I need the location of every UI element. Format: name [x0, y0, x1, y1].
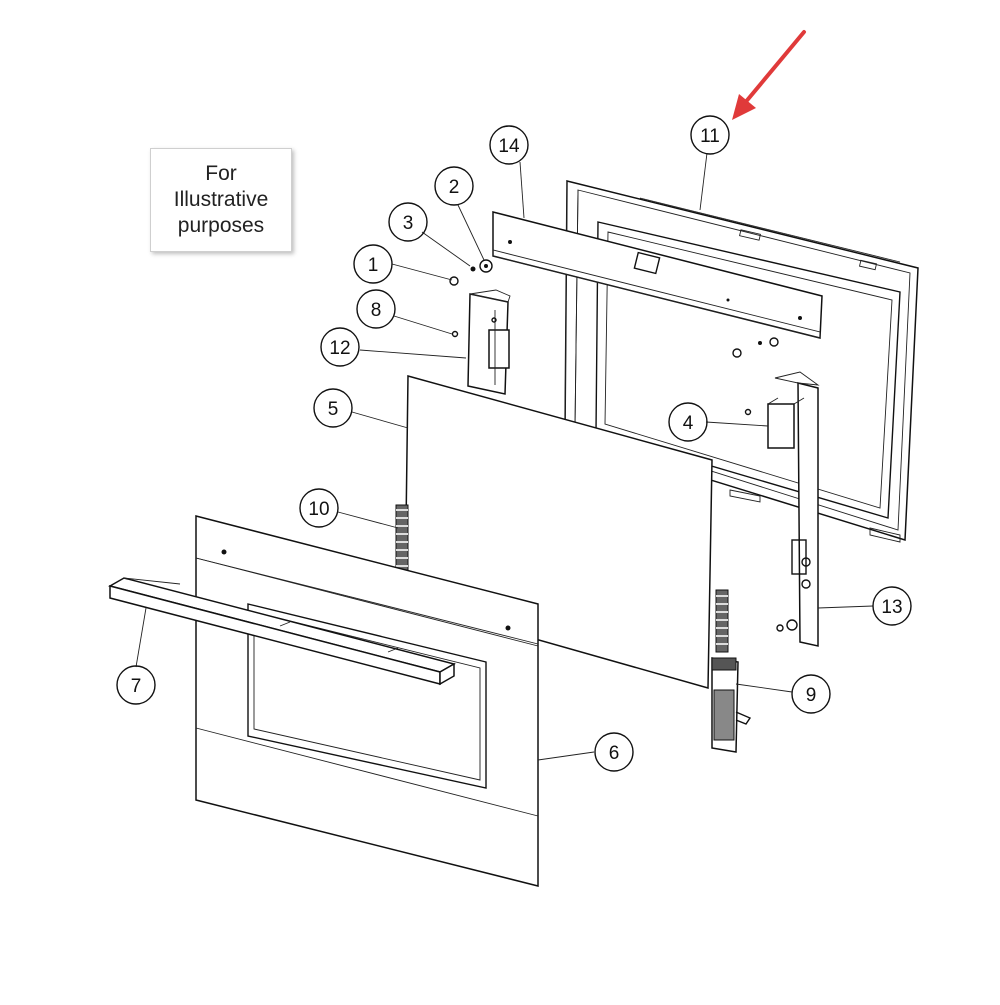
- callout-5: 5: [313, 388, 353, 428]
- callout-6: 6: [594, 732, 634, 772]
- svg-text:6: 6: [609, 743, 620, 764]
- part-13-right-hinge-bracket: [774, 371, 820, 647]
- part-7-door-handle: [108, 577, 456, 686]
- part-12-left-hinge-bracket: [467, 289, 511, 395]
- note-line-1: For: [205, 162, 237, 185]
- part-8-screw: [451, 330, 459, 338]
- callout-8: 8: [356, 289, 396, 329]
- svg-text:14: 14: [498, 136, 520, 157]
- part-2-bushing: [479, 259, 493, 273]
- note-line-3: purposes: [177, 214, 265, 237]
- svg-text:1: 1: [368, 255, 379, 276]
- fasteners: [449, 259, 493, 338]
- callout-4: 4: [668, 402, 708, 442]
- svg-text:10: 10: [308, 499, 329, 520]
- callout-9: 9: [791, 674, 831, 714]
- callout-10: 10: [299, 488, 339, 528]
- part-10-left-spring: [395, 504, 409, 574]
- svg-text:11: 11: [700, 126, 720, 147]
- callout-11: 11: [690, 115, 730, 155]
- callout-7: 7: [116, 665, 156, 705]
- part-6-outer-door: [195, 515, 539, 887]
- callout-13: 13: [872, 586, 912, 626]
- svg-text:4: 4: [683, 413, 694, 434]
- callout-2: 2: [434, 166, 474, 206]
- highlight-arrow: [732, 30, 806, 120]
- part-3-screw: [470, 266, 476, 272]
- callout-12: 12: [320, 327, 360, 367]
- part-1-washer: [449, 276, 459, 286]
- svg-text:5: 5: [328, 399, 339, 420]
- callout-1: 1: [353, 244, 393, 284]
- leader-lines: [135, 152, 874, 761]
- note-line-2: Illustrative: [173, 188, 269, 211]
- svg-text:9: 9: [806, 685, 817, 706]
- part-9-right-hinge: [711, 589, 752, 753]
- svg-text:13: 13: [881, 597, 902, 618]
- svg-text:12: 12: [329, 338, 350, 359]
- svg-text:8: 8: [371, 300, 382, 321]
- svg-text:7: 7: [131, 676, 142, 697]
- callout-14: 14: [489, 125, 529, 165]
- svg-text:3: 3: [403, 213, 414, 234]
- part-14-top-bracket: [492, 211, 823, 339]
- illustrative-note-box: For Illustrative purposes: [150, 148, 292, 252]
- callout-3: 3: [388, 202, 428, 242]
- svg-text:2: 2: [449, 177, 460, 198]
